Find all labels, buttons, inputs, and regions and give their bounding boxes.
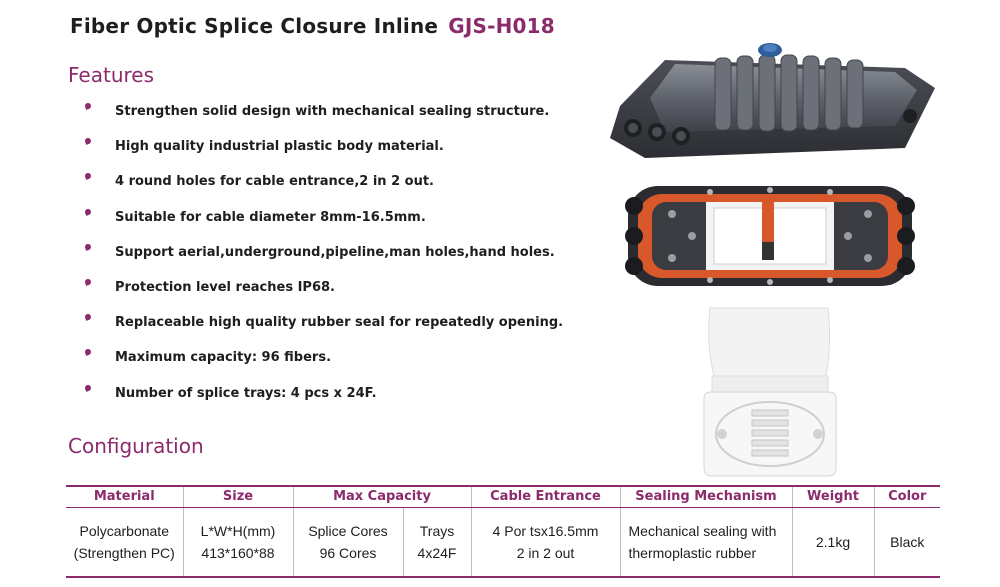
- bullet-icon: [84, 102, 92, 110]
- bullet-icon: [84, 348, 92, 357]
- cell-trays: Trays 4x24F: [402, 507, 471, 578]
- header-sealing-mechanism: Sealing Mechanism: [619, 485, 792, 508]
- bullet-icon: [84, 207, 92, 216]
- feature-item: Maximum capacity: 96 fibers.: [84, 340, 605, 375]
- table-row: Polycarbonate (Strengthen PC) L*W*H(mm) …: [66, 507, 940, 578]
- cell-material: Polycarbonate (Strengthen PC): [66, 507, 183, 578]
- header-weight: Weight: [791, 485, 874, 508]
- table-header-row: Material Size Max Capacity Cable Entranc…: [66, 485, 940, 508]
- feature-item: Protection level reaches IP68.: [84, 270, 605, 305]
- cell-splice-cores: Splice Cores 96 Cores: [292, 507, 403, 578]
- feature-item: Number of splice trays: 4 pcs x 24F.: [84, 376, 605, 411]
- header-color: Color: [873, 485, 940, 508]
- features-heading: Features: [68, 63, 154, 87]
- feature-item: High quality industrial plastic body mat…: [84, 129, 605, 164]
- bullet-icon: [84, 313, 92, 321]
- feature-item: Support aerial,underground,pipeline,man …: [84, 235, 605, 270]
- header-material: Material: [66, 485, 183, 508]
- spec-table: Material Size Max Capacity Cable Entranc…: [66, 485, 940, 578]
- cell-color: Black: [873, 507, 940, 578]
- feature-item: 4 round holes for cable entrance,2 in 2 …: [84, 164, 605, 199]
- cell-cable-entrance: 4 Por tsx16.5mm 2 in 2 out: [470, 507, 620, 578]
- bullet-icon: [84, 137, 92, 146]
- feature-item: Suitable for cable diameter 8mm-16.5mm.: [84, 200, 605, 235]
- bullet-icon: [84, 172, 92, 181]
- page-title: Fiber Optic Splice Closure Inline GJS-H01…: [70, 14, 555, 38]
- product-name: Fiber Optic Splice Closure Inline: [70, 14, 439, 38]
- splice-tray-image: [703, 307, 837, 477]
- header-max-capacity: Max Capacity: [292, 485, 471, 508]
- cell-size: L*W*H(mm) 413*160*88: [182, 507, 293, 578]
- closure-open-image: [625, 186, 915, 286]
- configuration-heading: Configuration: [68, 434, 204, 458]
- features-list: Strengthen solid design with mechanical …: [84, 94, 605, 411]
- feature-item: Replaceable high quality rubber seal for…: [84, 305, 605, 340]
- bullet-icon: [84, 242, 92, 251]
- cell-sealing-mechanism: Mechanical sealing with thermoplastic ru…: [619, 507, 792, 578]
- cell-weight: 2.1kg: [791, 507, 874, 578]
- bullet-icon: [84, 383, 92, 392]
- product-model: GJS-H018: [448, 14, 555, 38]
- header-cable-entrance: Cable Entrance: [470, 485, 620, 508]
- bullet-icon: [84, 278, 92, 286]
- header-size: Size: [182, 485, 293, 508]
- closure-closed-image: [610, 43, 935, 158]
- feature-item: Strengthen solid design with mechanical …: [84, 94, 605, 129]
